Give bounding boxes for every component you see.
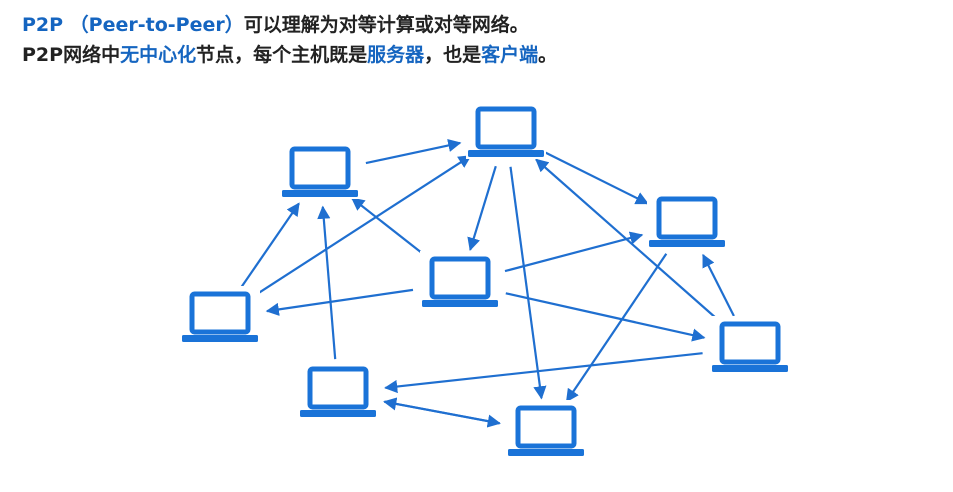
arrow-top-to-center xyxy=(467,165,497,252)
laptop-icon xyxy=(420,251,500,309)
laptop-icon xyxy=(180,286,260,344)
arrow-top-to-bottom xyxy=(509,166,547,400)
arrow-bottom-left-to-upper-left xyxy=(317,205,337,360)
node-layer xyxy=(180,101,790,458)
laptop-icon xyxy=(647,191,727,249)
caption-seg-a: P2P网络中 xyxy=(22,44,121,66)
arrow-center-to-right xyxy=(504,231,644,273)
arrow-far-right-to-bottom-left xyxy=(384,352,703,394)
arrow-far-right-to-right xyxy=(702,253,735,317)
caption-seg-c: 节点，每个主机既是 xyxy=(196,44,368,66)
p2p-term: P2P （Peer-to-Peer） xyxy=(22,14,244,36)
highlight-client: 客户端 xyxy=(481,44,539,66)
caption-line-2: P2P网络中无中心化节点，每个主机既是服务器，也是客户端。 xyxy=(22,40,942,70)
laptop-icon xyxy=(298,361,378,419)
arrow-center-to-left xyxy=(265,288,414,316)
arrow-left-to-top xyxy=(254,154,472,297)
arrow-top-to-right xyxy=(544,151,649,205)
highlight-decentralized: 无中心化 xyxy=(120,44,197,66)
laptop-icon xyxy=(280,141,360,199)
edge-layer xyxy=(240,138,735,428)
caption-seg-e: ，也是 xyxy=(424,44,482,66)
laptop-icon xyxy=(466,101,546,159)
caption-line-1: P2P （Peer-to-Peer）可以理解为对等计算或对等网络。 xyxy=(22,10,942,40)
arrow-right-to-bottom xyxy=(565,253,668,403)
highlight-server: 服务器 xyxy=(367,44,425,66)
arrow-bottom-left-to-bottom xyxy=(384,400,501,428)
arrow-center-to-far-right xyxy=(505,292,706,342)
caption: P2P （Peer-to-Peer）可以理解为对等计算或对等网络。 P2P网络中… xyxy=(22,10,942,70)
arrow-center-to-upper-left xyxy=(351,197,429,259)
arrow-left-to-upper-left xyxy=(240,202,300,289)
laptop-icon xyxy=(506,400,586,458)
arrow-far-right-to-top xyxy=(535,158,721,323)
caption-line-1-rest: 可以理解为对等计算或对等网络。 xyxy=(243,14,529,36)
laptop-icon xyxy=(710,316,790,374)
arrow-upper-left-to-top xyxy=(365,138,462,165)
caption-seg-g: 。 xyxy=(538,44,558,66)
